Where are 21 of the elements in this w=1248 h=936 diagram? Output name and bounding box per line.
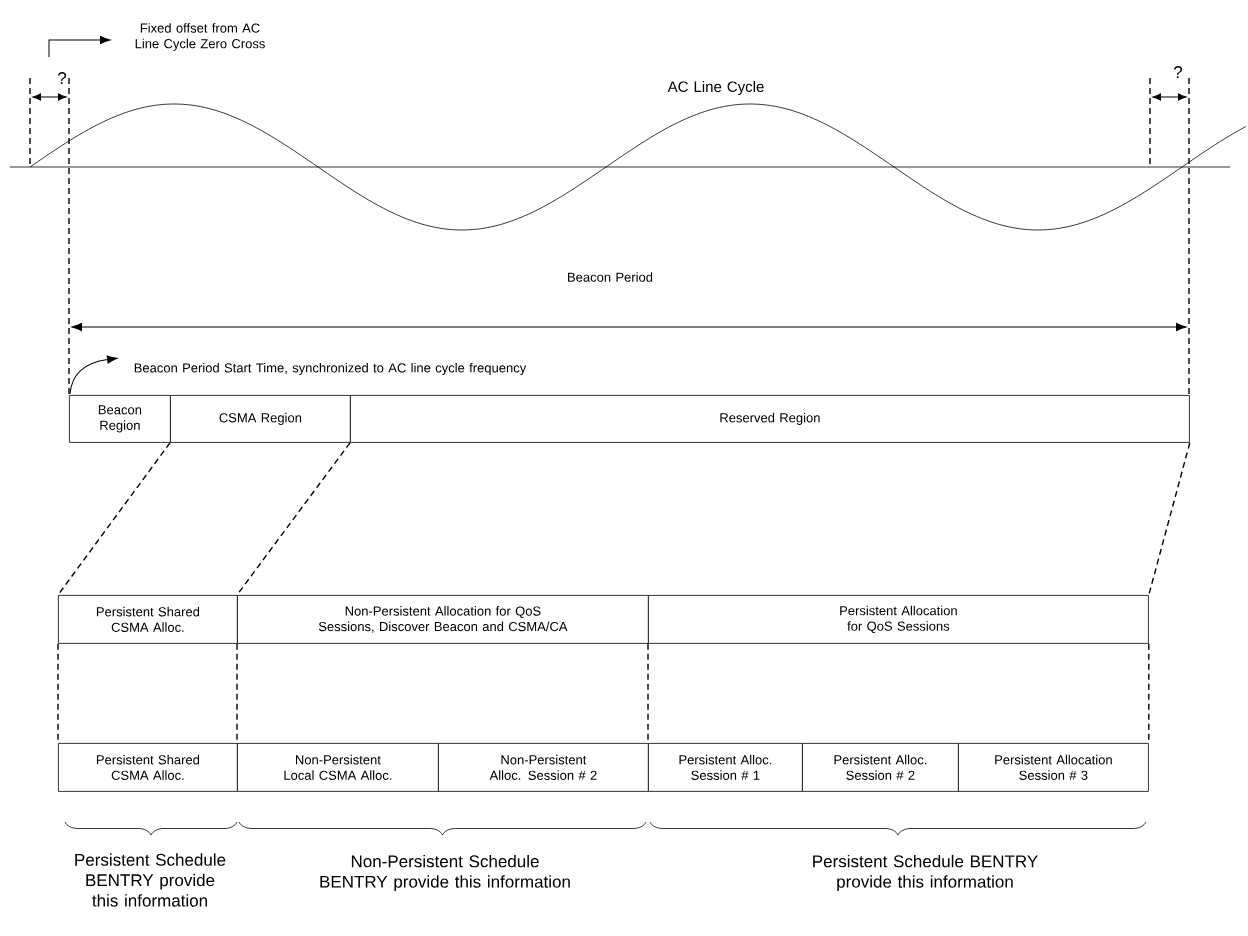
wave-label: AC Line Cycle bbox=[667, 81, 764, 95]
brace-label: Non-Persistent Schedule BENTRY provide this information bbox=[320, 854, 570, 892]
allocation-box: Persistent Shared CSMA Alloc. bbox=[58, 595, 238, 644]
connector-line bbox=[57, 442, 171, 596]
connector-line bbox=[1148, 442, 1191, 596]
dimension-label: Beacon Period bbox=[568, 272, 653, 282]
brace-label: Persistent Schedule BENTRY provide this information bbox=[75, 853, 226, 907]
allocation-box: Persistent Allocation Session # 3 bbox=[958, 743, 1149, 792]
allocation-box: Persistent Alloc. Session # 1 bbox=[648, 743, 803, 792]
allocation-box: Persistent Shared CSMA Alloc. bbox=[58, 743, 238, 792]
allocation-box: Persistent Allocation for QoS Sessions bbox=[648, 595, 1149, 644]
allocation-box: Non-Persistent Alloc. Session # 2 bbox=[438, 743, 649, 792]
note-text: Beacon Period Start Time, synchronized to AC line cycle frequency bbox=[134, 362, 527, 376]
allocation-box: Persistent Alloc. Session # 2 bbox=[802, 743, 959, 792]
brace-label: Persistent Schedule BENTRY provide this information bbox=[813, 854, 1038, 892]
region-box: Beacon Region bbox=[69, 395, 171, 443]
note-text: Fixed offset from AC Line Cycle Zero Cross bbox=[135, 23, 265, 51]
offset-label: ? bbox=[57, 72, 67, 84]
allocation-box: Non-Persistent Local CSMA Alloc. bbox=[237, 743, 439, 792]
region-box: CSMA Region bbox=[170, 395, 351, 443]
offset-label: ? bbox=[1173, 66, 1183, 78]
